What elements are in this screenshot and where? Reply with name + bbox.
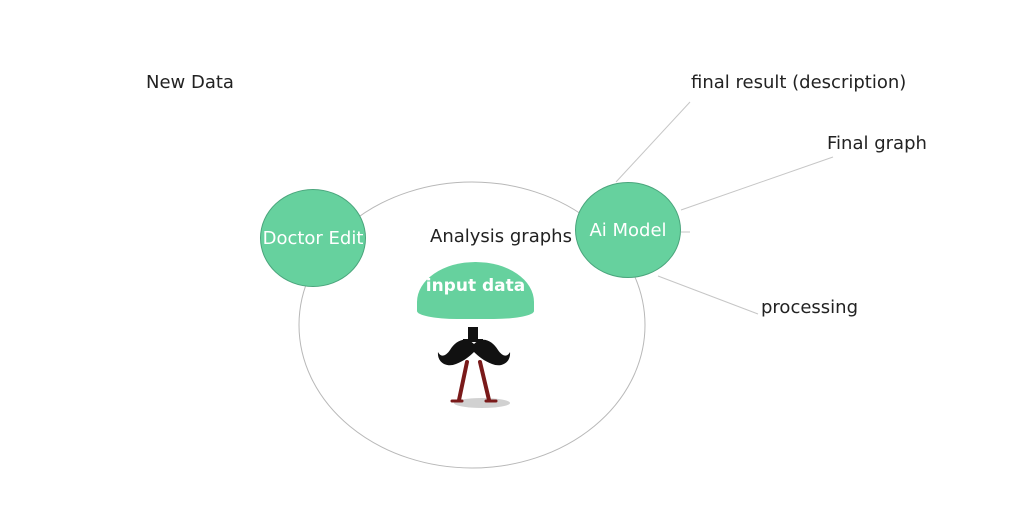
node-doctor-edit: Doctor Edit bbox=[260, 189, 366, 287]
label-final-result: final result (description) bbox=[691, 72, 907, 93]
connector-final-graph bbox=[680, 156, 834, 211]
main-ellipse bbox=[298, 181, 646, 469]
node-ai-model-label: Ai Model bbox=[589, 219, 667, 241]
label-processing: processing bbox=[761, 297, 859, 318]
label-new-data: New Data bbox=[146, 72, 234, 93]
node-ai-model: Ai Model bbox=[575, 182, 681, 278]
connector-final-result bbox=[615, 101, 691, 183]
label-analysis-graphs: Analysis graphs bbox=[430, 226, 572, 247]
node-input-data-label: input data bbox=[425, 276, 526, 296]
label-final-graph: Final graph bbox=[827, 133, 927, 154]
node-doctor-edit-label: Doctor Edit bbox=[262, 227, 364, 249]
connector-processing bbox=[657, 275, 759, 315]
mustache-mascot-icon bbox=[437, 327, 511, 408]
